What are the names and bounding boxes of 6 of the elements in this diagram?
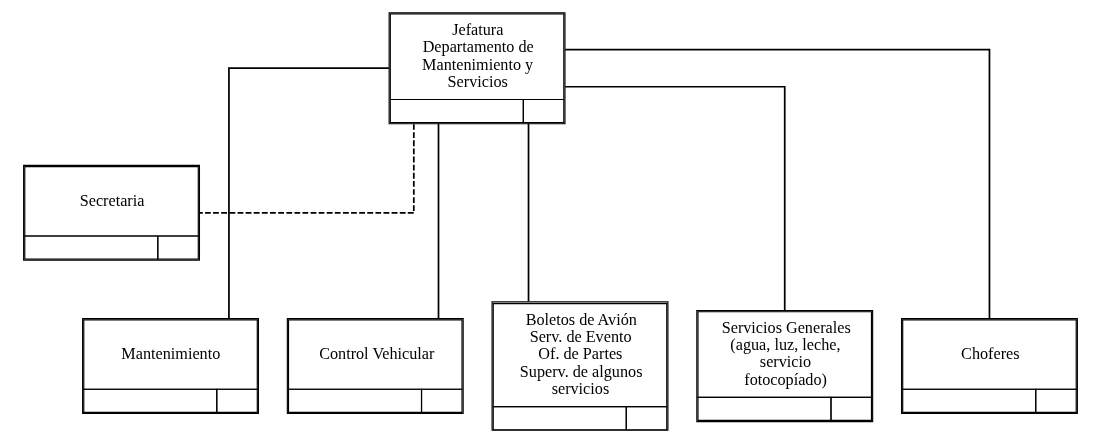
connector [437,123,440,320]
connector [527,123,530,303]
connector [228,67,390,320]
connector [198,123,415,214]
connector [564,85,786,312]
connector [564,48,991,320]
